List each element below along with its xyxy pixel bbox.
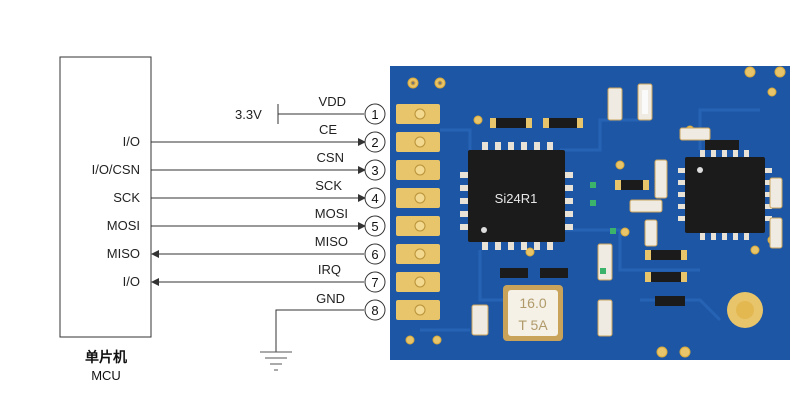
- secondary-chip-body: [685, 157, 765, 233]
- pin-marker-3: 3: [364, 159, 386, 181]
- arrow-csn-icon: [358, 166, 366, 174]
- mcu-pin-label-6: I/O: [123, 274, 140, 289]
- pin-marker-2: 2: [364, 131, 386, 153]
- pin-marker-6: 6: [364, 243, 386, 265]
- pin-number-5: 5: [371, 219, 378, 234]
- mcu-subtitle: MCU: [91, 368, 121, 383]
- pin-marker-8: 8: [364, 299, 386, 321]
- pin-marker-7: 7: [364, 271, 386, 293]
- crystal-oscillator: 16.0 T 5A: [503, 285, 563, 341]
- si24r1-chip: Si24R1: [460, 142, 573, 250]
- signal-name-gnd: GND: [316, 291, 345, 306]
- mcu-pin-label-3: SCK: [113, 190, 140, 205]
- ground-icon: [260, 351, 292, 371]
- chip-label: Si24R1: [495, 191, 538, 206]
- arrowheads: [151, 138, 366, 286]
- signal-name-csn: CSN: [317, 150, 344, 165]
- signal-name-vdd: VDD: [319, 94, 346, 109]
- signal-name-irq: IRQ: [318, 262, 341, 277]
- crystal-line-1: 16.0: [519, 295, 546, 311]
- pin-marker-1: 1: [364, 103, 386, 125]
- arrow-miso-icon: [151, 250, 159, 258]
- mcu-box: [59, 56, 152, 338]
- signal-name-sck: SCK: [315, 178, 342, 193]
- si24r1-body: [468, 150, 565, 242]
- pin-number-1: 1: [371, 107, 378, 122]
- header-pads: [396, 104, 440, 320]
- wire-gnd: [275, 309, 364, 352]
- wiring: [151, 104, 364, 352]
- mcu-pin-label-1: I/O: [123, 134, 140, 149]
- mcu-title: 单片机: [85, 349, 127, 365]
- rf-module-board: Si24R1 16.0 T 5A: [390, 66, 790, 360]
- pin-number-2: 2: [371, 135, 378, 150]
- signal-name-ce: CE: [319, 122, 337, 137]
- pin-number-6: 6: [371, 247, 378, 262]
- signal-name-mosi: MOSI: [315, 206, 348, 221]
- secondary-chip: [678, 150, 772, 240]
- pin-number-4: 4: [371, 191, 378, 206]
- pin-number-8: 8: [371, 303, 378, 318]
- pin-marker-5: 5: [364, 215, 386, 237]
- arrow-mosi-icon: [358, 222, 366, 230]
- pin-number-7: 7: [371, 275, 378, 290]
- pin-number-markers: 1 2 3 4 5 6 7 8: [364, 103, 386, 321]
- mcu-pin-label-4: MOSI: [107, 218, 140, 233]
- mcu-pin-label-5: MISO: [107, 246, 140, 261]
- crystal-line-2: T 5A: [518, 317, 548, 333]
- arrow-irq-icon: [151, 278, 159, 286]
- mcu-pin-label-2: I/O/CSN: [92, 162, 140, 177]
- mcu-block: I/O I/O/CSN SCK MOSI MISO I/O 单片机 MCU: [59, 56, 152, 383]
- mounting-pad-center: [736, 301, 754, 319]
- signal-names: VDD CE CSN SCK MOSI MISO IRQ GND: [315, 94, 348, 306]
- pin-marker-4: 4: [364, 187, 386, 209]
- supply-voltage-label: 3.3V: [235, 107, 262, 122]
- pin-number-3: 3: [371, 163, 378, 178]
- signal-name-miso: MISO: [315, 234, 348, 249]
- secondary-chip-dot: [697, 167, 703, 173]
- pin1-dot: [481, 227, 487, 233]
- arrow-sck-icon: [358, 194, 366, 202]
- arrow-ce-icon: [358, 138, 366, 146]
- passive-components: [471, 83, 783, 337]
